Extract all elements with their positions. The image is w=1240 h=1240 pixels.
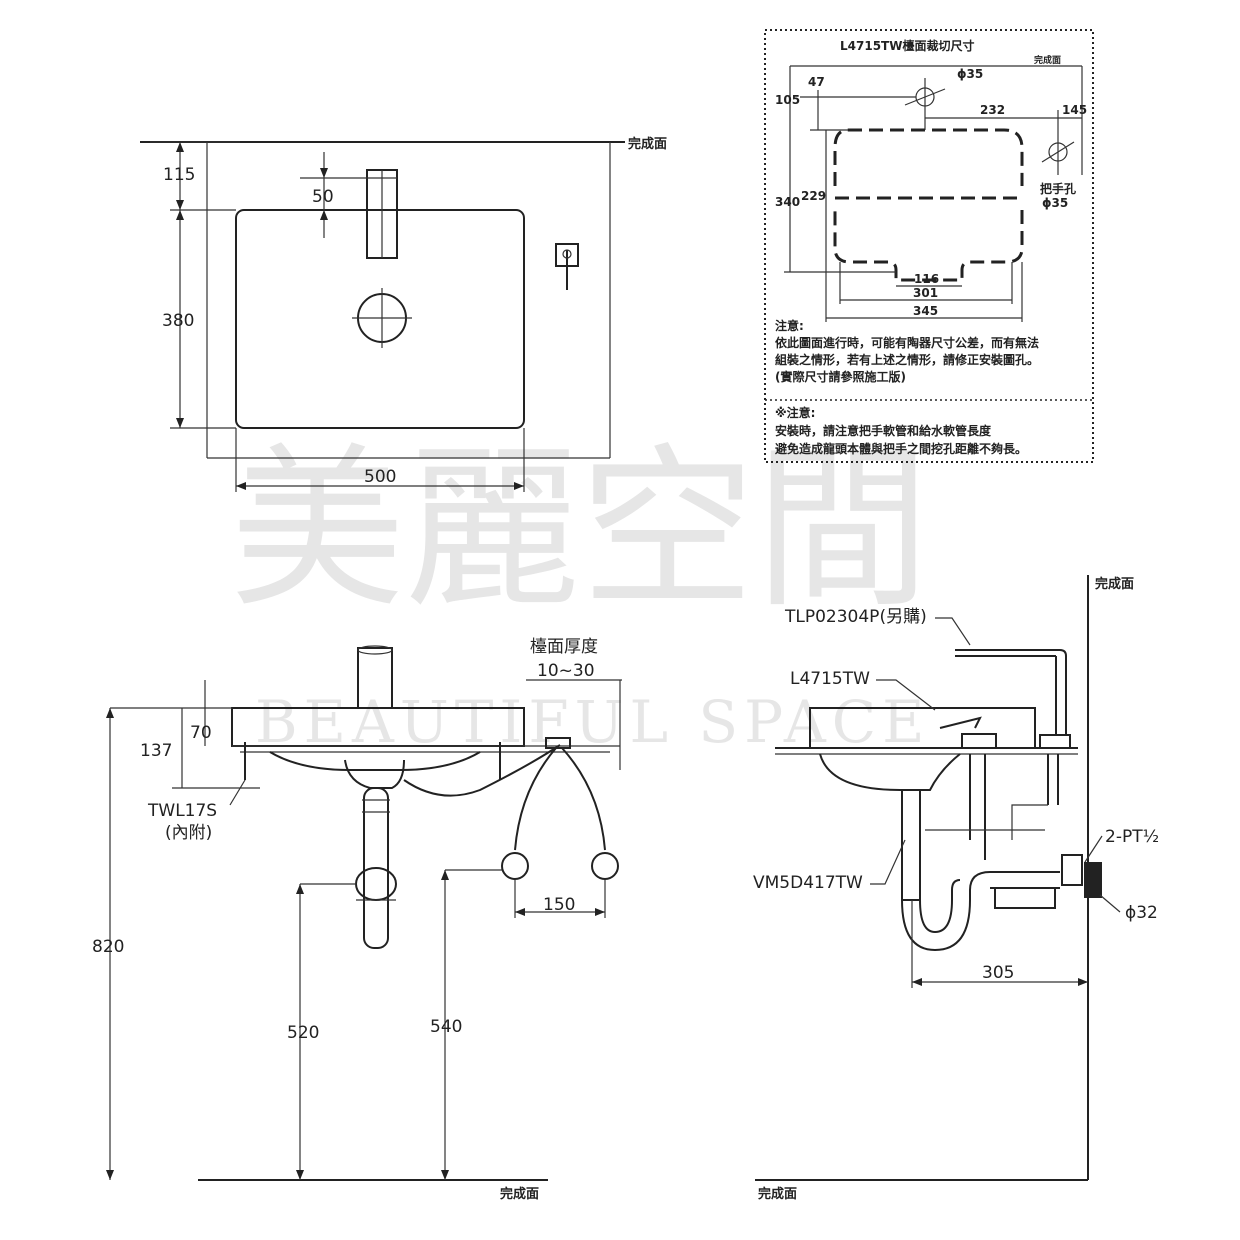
part-2-pt-half: 2-PT½ — [1105, 827, 1159, 847]
dim-150: 150 — [543, 895, 575, 915]
dim-345: 345 — [913, 304, 938, 318]
dim-137: 137 — [140, 741, 172, 761]
dim-70: 70 — [190, 723, 212, 743]
watermark-en: BEAUTIFUL SPACE — [255, 688, 930, 756]
dim-116: 116 — [914, 272, 939, 286]
watermark-cn: 美麗空間 — [230, 429, 930, 632]
part-twl17s: TWL17S — [147, 801, 217, 821]
valve-right-icon — [591, 852, 619, 880]
side-handle — [939, 716, 982, 729]
finish-surface-label: 完成面 — [628, 136, 667, 152]
drain-pipe — [363, 787, 389, 949]
supply-hose-b — [514, 747, 557, 851]
side-valve-icon — [1061, 854, 1083, 886]
front-view: 完成面 820 137 70 — [92, 637, 622, 1202]
dim-229: 229 — [801, 189, 826, 203]
dim-820: 820 — [92, 937, 124, 957]
part-twl17s-included: (內附) — [165, 823, 212, 843]
note-title: 注意: — [775, 318, 804, 333]
dim-phi35: ϕ35 — [957, 67, 983, 81]
side-basin — [809, 707, 1036, 749]
part-l4715tw: L4715TW — [790, 669, 870, 689]
dim-50: 50 — [312, 187, 334, 207]
dim-phi32: ϕ32 — [1125, 903, 1158, 923]
side-faucet-spout — [955, 649, 1067, 735]
dim-500: 500 — [364, 467, 396, 487]
supply-hose-a — [403, 744, 561, 797]
dim-520: 520 — [287, 1023, 319, 1043]
handle-hole-phi: ϕ35 — [1042, 196, 1068, 210]
warn-line-2: 避免造成龍頭本體與把手之間挖孔距離不夠長。 — [775, 441, 1027, 456]
wall-finish-label: 完成面 — [1095, 576, 1134, 592]
basin-bowl — [269, 751, 481, 771]
note-line-3: (實際尺寸請參照施工版) — [775, 369, 906, 384]
cutout-finish-surface: 完成面 — [1034, 54, 1061, 66]
counter-thickness-label: 檯面厚度 — [530, 637, 598, 657]
part-vm5d417tw: VM5D417TW — [753, 873, 863, 893]
dim-301: 301 — [913, 286, 938, 300]
dim-105: 105 — [775, 93, 800, 107]
cutout-outline — [833, 128, 1024, 282]
dim-540: 540 — [430, 1017, 462, 1037]
note-line-1: 依此圖面進行時，可能有陶器尺寸公差，而有無法 — [775, 335, 1039, 350]
cutout-title: L4715TW檯面裁切尺寸 — [840, 38, 974, 53]
watermark: 美麗空間 BEAUTIFUL SPACE — [230, 429, 930, 756]
side-view: 完成面 完成面 TLP02304P(另購) L4715T — [753, 575, 1159, 1202]
note-line-2: 組裝之情形，若有上述之情形，請修正安裝圖孔。 — [775, 352, 1039, 367]
cutout-panel: L4715TW檯面裁切尺寸 完成面 ϕ35 把手孔 ϕ35 47 105 340… — [764, 29, 1094, 463]
dim-47: 47 — [808, 75, 825, 89]
top-view: 完成面 115 380 50 — [140, 136, 667, 492]
p-trap — [901, 871, 1060, 952]
dim-232: 232 — [980, 103, 1005, 117]
part-tlp02304p: TLP02304P(另購) — [784, 607, 927, 627]
faucet-spout — [357, 647, 393, 709]
thickness-range: 10~30 — [537, 661, 595, 681]
valve-left-icon — [501, 852, 529, 880]
wall-flange-icon — [1084, 862, 1102, 898]
side-drain-pipe — [901, 789, 921, 901]
supply-hose-c — [561, 747, 606, 851]
basin-outline — [235, 209, 525, 429]
side-floor-label: 完成面 — [758, 1186, 797, 1202]
handle-hole-label: 把手孔 — [1040, 181, 1076, 196]
dim-340: 340 — [775, 195, 800, 209]
floor-label: 完成面 — [500, 1186, 539, 1202]
dim-305: 305 — [982, 963, 1014, 983]
warn-title: ※注意: — [775, 405, 815, 420]
warn-line-1: 安裝時，請注意把手軟管和給水軟管長度 — [775, 423, 992, 438]
dim-115: 115 — [163, 165, 195, 185]
dim-145: 145 — [1062, 103, 1087, 117]
dim-380: 380 — [162, 311, 194, 331]
